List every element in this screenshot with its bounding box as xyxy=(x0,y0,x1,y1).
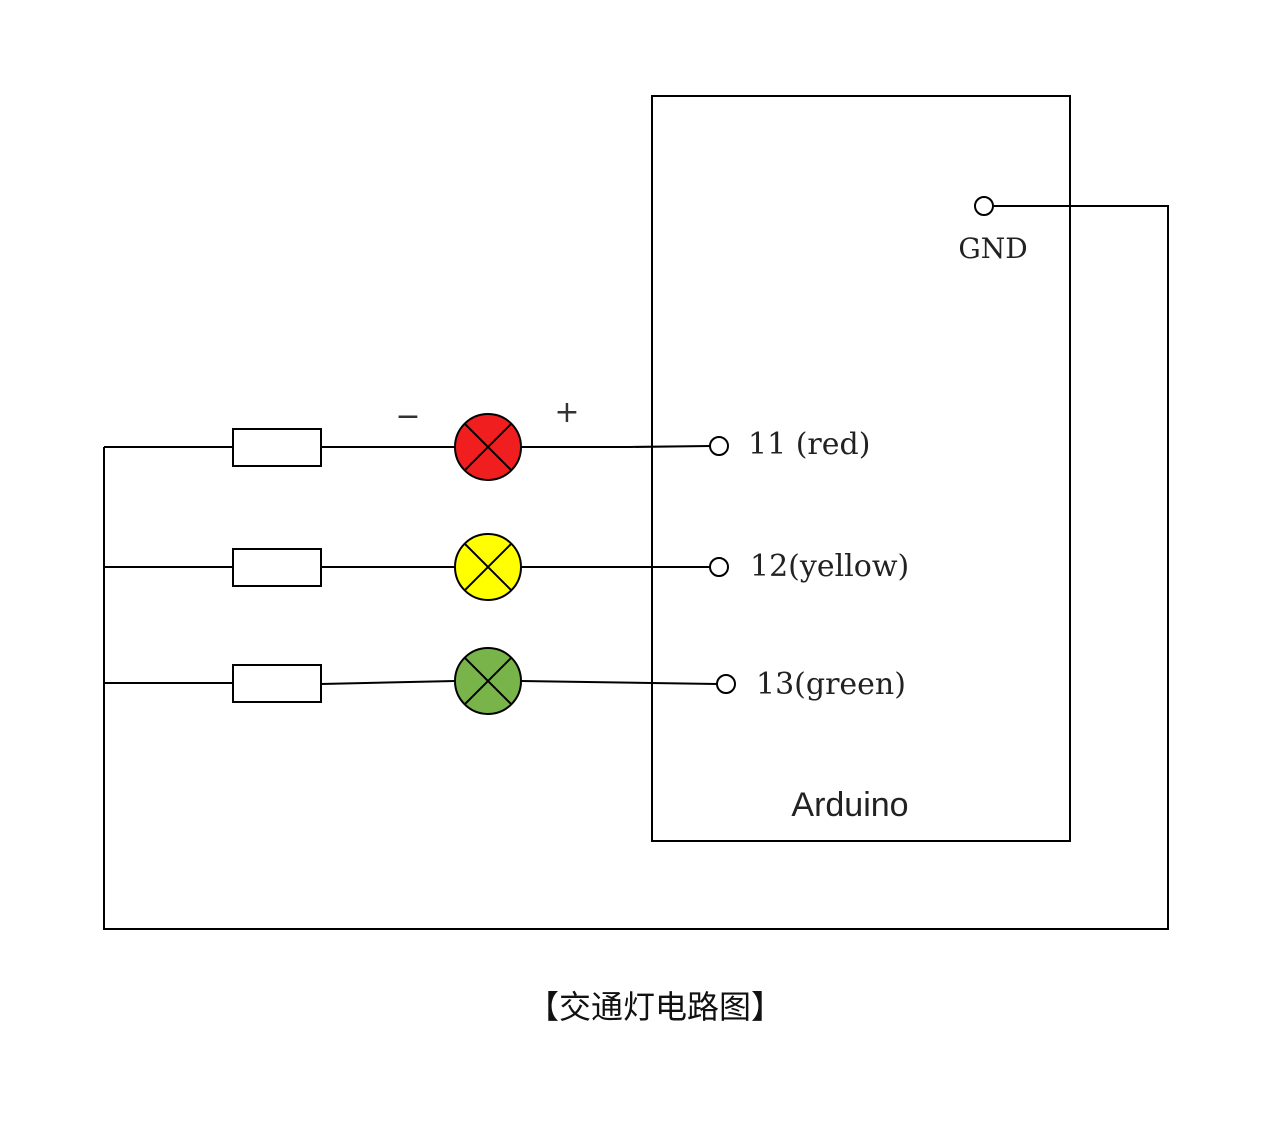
lamp-red-cross-b xyxy=(463,422,513,472)
arduino-board xyxy=(651,95,1071,842)
lamp-yellow-cross-b xyxy=(463,542,513,592)
lamp-yellow xyxy=(454,533,522,601)
arduino-label: Arduino xyxy=(791,786,908,824)
lamp-red xyxy=(454,413,522,481)
diagram-caption: 【交通灯电路图】 xyxy=(527,988,783,1026)
pin-label-green: 13(green) xyxy=(756,667,906,702)
pin-label-red: 11 (red) xyxy=(748,427,870,462)
pin-11 xyxy=(709,436,729,456)
plus-sign: + xyxy=(554,395,579,430)
lamp-green xyxy=(454,647,522,715)
resistor-red xyxy=(232,428,322,467)
lamp-green-cross-b xyxy=(463,656,513,706)
gnd-pin xyxy=(974,196,994,216)
wire-resistor-lamp-green xyxy=(320,680,456,685)
gnd-label: GND xyxy=(958,232,1027,265)
resistor-green xyxy=(232,664,322,703)
wire-lamp-pin-red xyxy=(521,445,711,448)
pin-13 xyxy=(716,674,736,694)
wire-lamp-pin-green xyxy=(520,680,718,685)
pin-label-yellow: 12(yellow) xyxy=(750,549,909,584)
minus-sign: − xyxy=(395,399,420,434)
ground-return-wire xyxy=(103,205,1169,930)
pin-12 xyxy=(709,557,729,577)
resistor-yellow xyxy=(232,548,322,587)
